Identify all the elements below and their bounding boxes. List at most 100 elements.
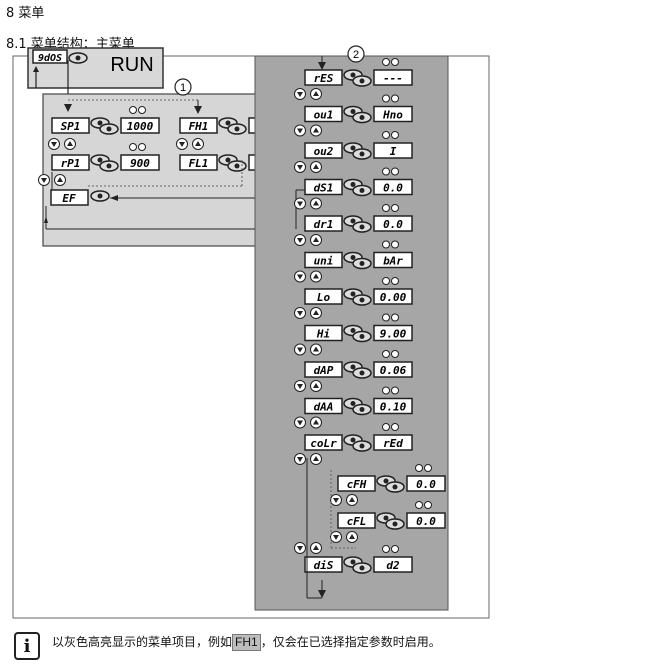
param-box-dr1 bbox=[304, 215, 343, 232]
param-code: rP1 bbox=[61, 157, 81, 170]
param-box-coLr bbox=[304, 434, 343, 451]
setting-down-key bbox=[382, 204, 390, 212]
param-box-diS bbox=[304, 556, 343, 573]
param-value: 0.10 bbox=[380, 401, 407, 414]
param-value: 1000 bbox=[127, 120, 154, 133]
setting-up-key bbox=[391, 240, 399, 249]
param-box-dS1 bbox=[304, 178, 343, 196]
param-value: rEd bbox=[383, 437, 403, 450]
param-code: rES bbox=[314, 72, 334, 85]
setting-down-key bbox=[382, 277, 390, 285]
setting-up-key bbox=[391, 313, 399, 322]
setting-up-key bbox=[391, 131, 399, 139]
param-box-Lo bbox=[304, 288, 343, 305]
value-box-ou1 bbox=[373, 105, 413, 123]
param-box-cFH bbox=[337, 475, 376, 492]
param-code: dr1 bbox=[314, 218, 334, 231]
param-box-FL1 bbox=[179, 154, 218, 171]
param-code: ou2 bbox=[314, 145, 334, 158]
setting-down-key bbox=[129, 106, 137, 114]
setting-down-key bbox=[382, 350, 390, 358]
param-box-Hi bbox=[304, 324, 343, 342]
setting-down-key bbox=[382, 423, 390, 431]
param-value: 0.0 bbox=[416, 478, 436, 491]
setting-down-key bbox=[382, 131, 390, 139]
param-box-uni bbox=[304, 251, 343, 269]
value-box-Lo bbox=[373, 288, 413, 305]
value-box-cFL bbox=[406, 512, 446, 529]
param-code: Lo bbox=[317, 291, 331, 304]
param-value: 0.0 bbox=[416, 515, 436, 528]
value-box-ou2 bbox=[373, 142, 413, 159]
setting-down-key bbox=[382, 167, 390, 176]
param-value: 0.06 bbox=[380, 364, 407, 377]
setting-up-key bbox=[138, 143, 146, 151]
value-box-cFH bbox=[406, 475, 446, 492]
setting-up-key bbox=[391, 386, 399, 395]
param-code: diS bbox=[314, 559, 334, 572]
ef-label: EF bbox=[62, 192, 76, 205]
param-value: --- bbox=[383, 72, 403, 85]
param-code: dAP bbox=[314, 364, 334, 377]
param-code: FH1 bbox=[189, 120, 209, 133]
figure-frame bbox=[12, 55, 490, 619]
value-box-dS1 bbox=[373, 178, 413, 196]
value-box-coLr bbox=[373, 434, 413, 451]
setting-up-key bbox=[391, 58, 399, 66]
section-heading: 8 菜单 bbox=[6, 6, 45, 21]
value-box-rES bbox=[373, 69, 413, 86]
setting-up-key bbox=[424, 464, 432, 472]
param-code: FL1 bbox=[189, 157, 209, 170]
param-box-ou2 bbox=[304, 142, 343, 159]
param-box-FH1 bbox=[179, 117, 218, 134]
param-value: 900 bbox=[130, 157, 150, 170]
note-highlight: FH1 bbox=[232, 634, 261, 651]
setting-up-key bbox=[391, 204, 399, 212]
info-icon: i bbox=[14, 632, 40, 660]
param-code: cFL bbox=[347, 515, 367, 528]
setting-down-key bbox=[382, 58, 390, 66]
setting-up-key bbox=[391, 350, 399, 358]
setting-down-key bbox=[382, 313, 390, 322]
setting-up-key bbox=[391, 94, 399, 103]
param-value: 9.00 bbox=[380, 328, 407, 341]
setting-up-key bbox=[391, 277, 399, 285]
param-code: dAA bbox=[314, 401, 334, 414]
param-box-SP1 bbox=[51, 117, 90, 134]
param-code: cFH bbox=[347, 478, 367, 491]
setting-down-key bbox=[415, 501, 423, 509]
param-code: uni bbox=[314, 255, 334, 268]
setting-up-key bbox=[138, 106, 146, 114]
param-value: d2 bbox=[386, 559, 400, 572]
param-value: 0.00 bbox=[380, 291, 407, 304]
run-label: RUN bbox=[110, 54, 153, 76]
param-box-rP1 bbox=[51, 154, 90, 171]
note-before: 以灰色高亮显示的菜单项目，例如 bbox=[52, 635, 233, 649]
param-code: dS1 bbox=[314, 182, 334, 195]
value-box-Hi bbox=[373, 324, 413, 342]
top-device: 9dOS RUN bbox=[27, 47, 164, 104]
callout-1: 1 bbox=[180, 82, 186, 94]
param-box-cFL bbox=[337, 512, 376, 529]
setting-up-key bbox=[391, 167, 399, 176]
top-display: 9dOS bbox=[38, 53, 62, 64]
note-after: ，仅会在已选择指定参数时启用。 bbox=[260, 635, 441, 649]
param-value: 0.0 bbox=[383, 182, 403, 195]
ef-box bbox=[50, 189, 89, 206]
callout-2: 2 bbox=[353, 49, 359, 61]
param-value: 0.0 bbox=[383, 218, 403, 231]
param-code: Hi bbox=[316, 328, 330, 341]
setting-down-key bbox=[382, 240, 390, 249]
param-box-dAA bbox=[304, 397, 343, 415]
value-box-rP1 bbox=[120, 154, 160, 171]
setting-up-key bbox=[424, 501, 432, 509]
setting-down-key bbox=[129, 143, 137, 151]
param-code: coLr bbox=[310, 437, 337, 450]
value-box-uni bbox=[373, 251, 413, 269]
param-value: Hno bbox=[382, 109, 403, 122]
setting-down-key bbox=[382, 94, 390, 103]
param-code: ou1 bbox=[314, 109, 334, 122]
